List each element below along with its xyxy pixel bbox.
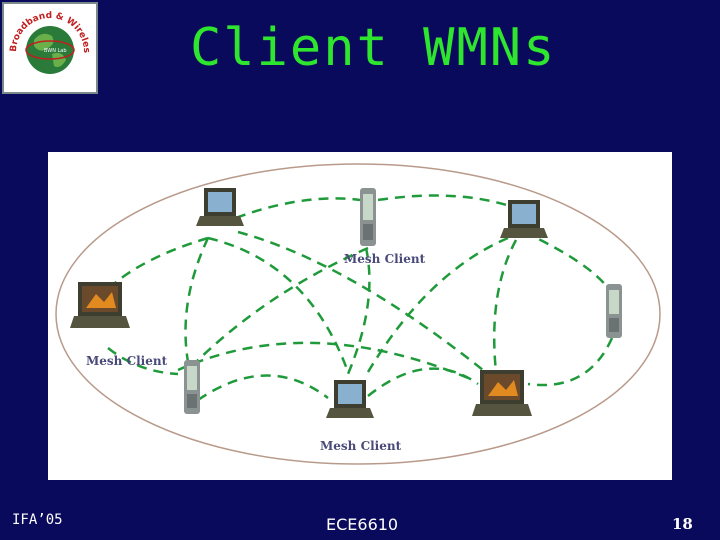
laptop-icon	[500, 200, 548, 238]
slide-title: Client WMNs	[190, 18, 557, 78]
logo-inner-text: BWN Lab	[44, 48, 67, 54]
link	[107, 347, 179, 376]
link	[346, 247, 371, 375]
laptop-icon	[70, 282, 130, 328]
laptop-icon	[326, 380, 374, 418]
network-boundary	[55, 163, 661, 465]
link	[197, 374, 329, 402]
mesh-client-label: Mesh Client	[86, 354, 168, 368]
laptop-icon	[472, 370, 532, 416]
mesh-client-label: Mesh Client	[344, 252, 426, 266]
link	[493, 239, 518, 373]
pda-icon	[184, 360, 200, 414]
link	[523, 230, 609, 289]
link	[184, 237, 210, 363]
pda-icon	[606, 284, 622, 338]
pda-icon	[360, 188, 376, 246]
footer-conference: IFA’05	[12, 512, 63, 528]
footer-course: ECE6610	[326, 515, 399, 534]
page-number: 18	[672, 515, 693, 533]
client-wmn-diagram: Mesh Client Mesh Client Mesh Client	[48, 152, 672, 480]
link	[367, 367, 479, 397]
mesh-links	[95, 194, 614, 402]
link	[377, 194, 517, 210]
globe-logo-icon: Broadband & Wireless Networking Laborato…	[0, 0, 91, 74]
link	[237, 230, 489, 375]
link	[366, 236, 509, 373]
laptop-icon	[196, 188, 244, 226]
link	[195, 246, 369, 363]
diagram-canvas: Mesh Client Mesh Client Mesh Client	[55, 163, 661, 465]
link	[207, 236, 350, 373]
lab-logo: Broadband & Wireless Networking Laborato…	[0, 0, 98, 94]
link	[527, 337, 614, 387]
mesh-client-label: Mesh Client	[320, 439, 402, 453]
link	[177, 341, 469, 380]
